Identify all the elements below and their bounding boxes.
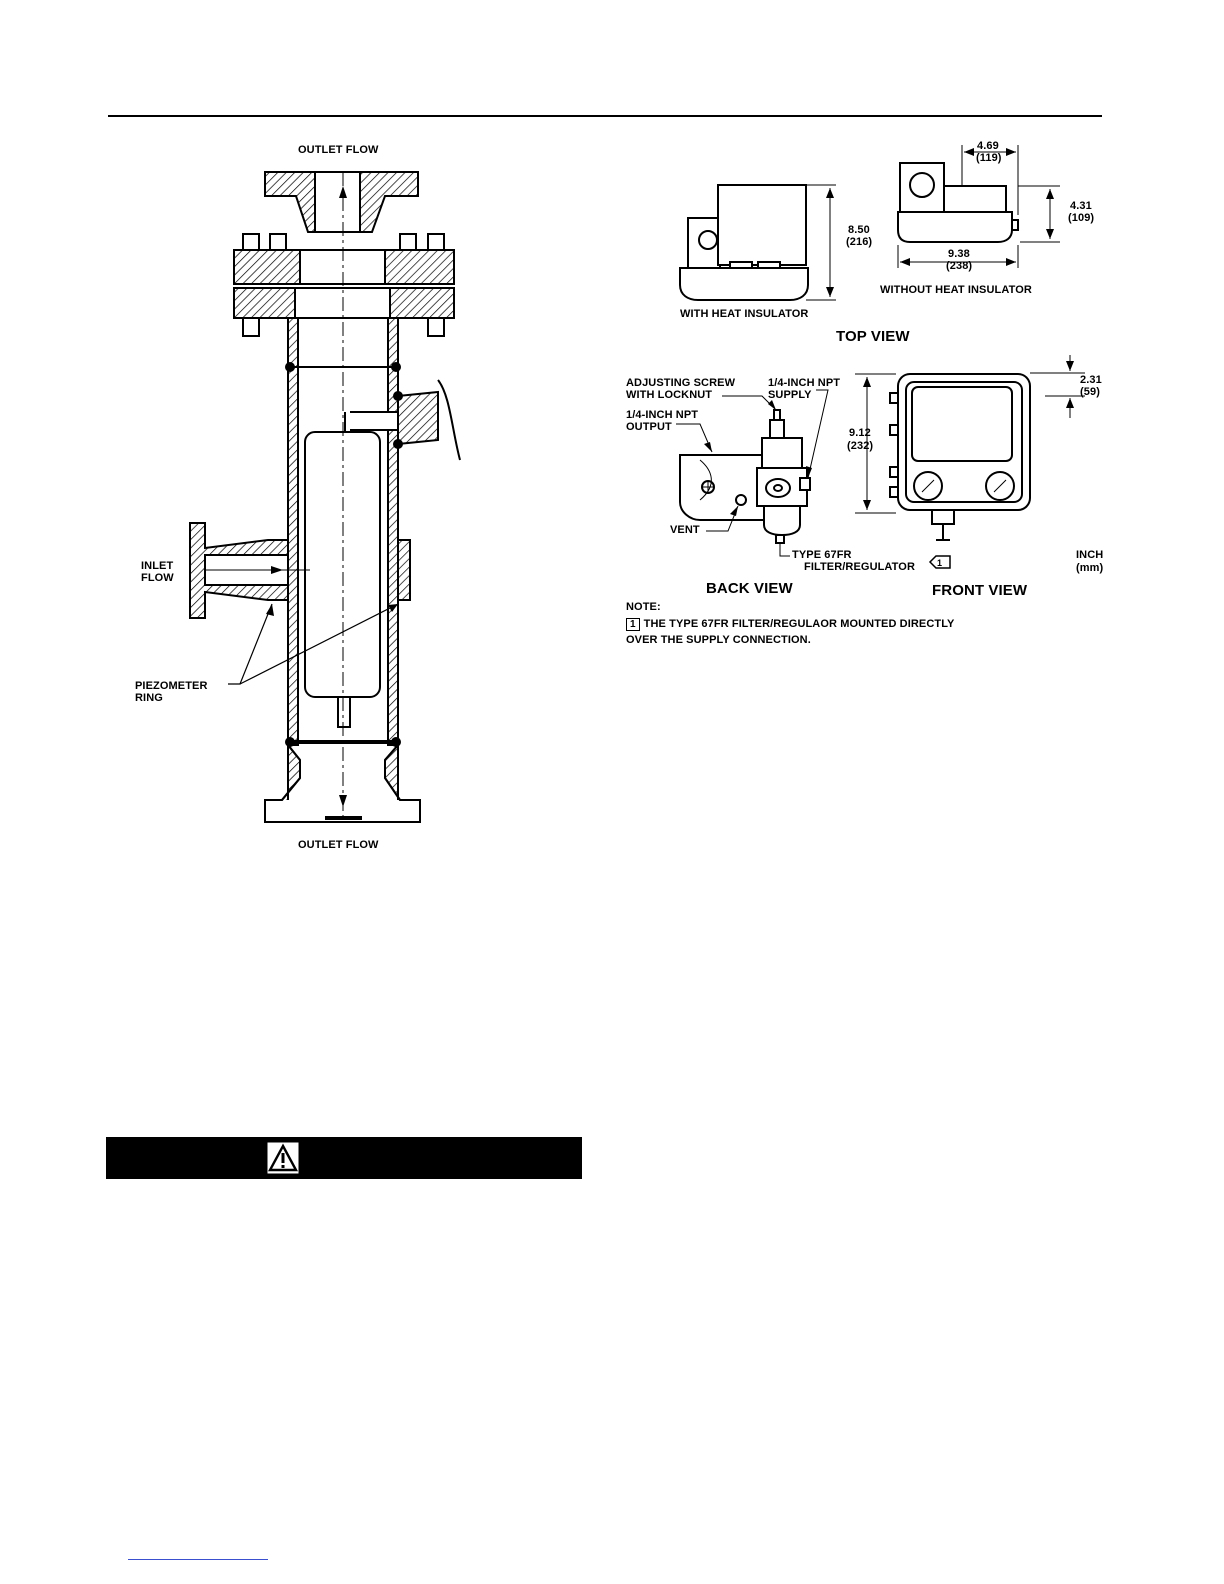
- back-view-title: BACK VIEW: [706, 580, 793, 597]
- supply-label-2: SUPPLY: [768, 389, 812, 401]
- header-rule: [108, 115, 1102, 117]
- dim-height-in: 8.50: [848, 224, 870, 236]
- piezometer-label-1: PIEZOMETER: [135, 680, 208, 692]
- adjusting-screw-label-2: WITH LOCKNUT: [626, 389, 713, 401]
- outlet-flow-bottom-label: OUTLET FLOW: [298, 839, 379, 851]
- inlet-flow-label-2: FLOW: [141, 572, 174, 584]
- piezometer-label-2: RING: [135, 692, 163, 704]
- outlet-flow-top-label: OUTLET FLOW: [298, 144, 379, 156]
- note-line-2: OVER THE SUPPLY CONNECTION.: [626, 634, 811, 646]
- type-67fr-label-2: FILTER/REGULATOR: [804, 561, 915, 573]
- with-insulator-label: WITH HEAT INSULATOR: [680, 308, 809, 320]
- warning-icon: [266, 1141, 300, 1175]
- units-label-2: (mm): [1076, 562, 1104, 574]
- dim-depth-mm: (109): [1068, 212, 1095, 224]
- dim-width-in: 4.69: [977, 140, 999, 152]
- type-67fr-label-1: TYPE 67FR: [792, 549, 852, 561]
- dim-length-mm: (238): [946, 260, 973, 272]
- without-insulator-label: WITHOUT HEAT INSULATOR: [880, 284, 1032, 296]
- inlet-flow-label-1: INLET: [141, 560, 174, 572]
- adjusting-screw-label-1: ADJUSTING SCREW: [626, 377, 736, 389]
- front-dim-height-mm: (232): [847, 440, 874, 452]
- note-marker-inline: 1: [937, 558, 943, 568]
- front-dim-offset-in: 2.31: [1080, 374, 1102, 386]
- footer-link-underline[interactable]: [128, 1559, 268, 1560]
- vent-label: VENT: [670, 524, 700, 536]
- dim-depth-in: 4.31: [1070, 200, 1092, 212]
- units-label-1: INCH: [1076, 549, 1104, 561]
- front-dim-height-in: 9.12: [849, 427, 871, 439]
- note-heading: NOTE:: [626, 601, 661, 613]
- note-line-1-text: THE TYPE 67FR FILTER/REGULAOR MOUNTED DI…: [643, 618, 955, 630]
- supply-label-1: 1/4-INCH NPT: [768, 377, 841, 389]
- dim-width-mm: (119): [976, 152, 1002, 164]
- output-label-2: OUTPUT: [626, 421, 672, 433]
- warning-banner: [106, 1137, 582, 1179]
- note-marker: 1: [626, 618, 640, 631]
- dim-length-in: 9.38: [948, 248, 970, 260]
- output-label-1: 1/4-INCH NPT: [626, 409, 699, 421]
- dim-height-mm: (216): [846, 236, 873, 248]
- front-dim-offset-mm: (59): [1080, 386, 1100, 398]
- top-view-title: TOP VIEW: [836, 328, 910, 345]
- front-view-title: FRONT VIEW: [932, 582, 1028, 599]
